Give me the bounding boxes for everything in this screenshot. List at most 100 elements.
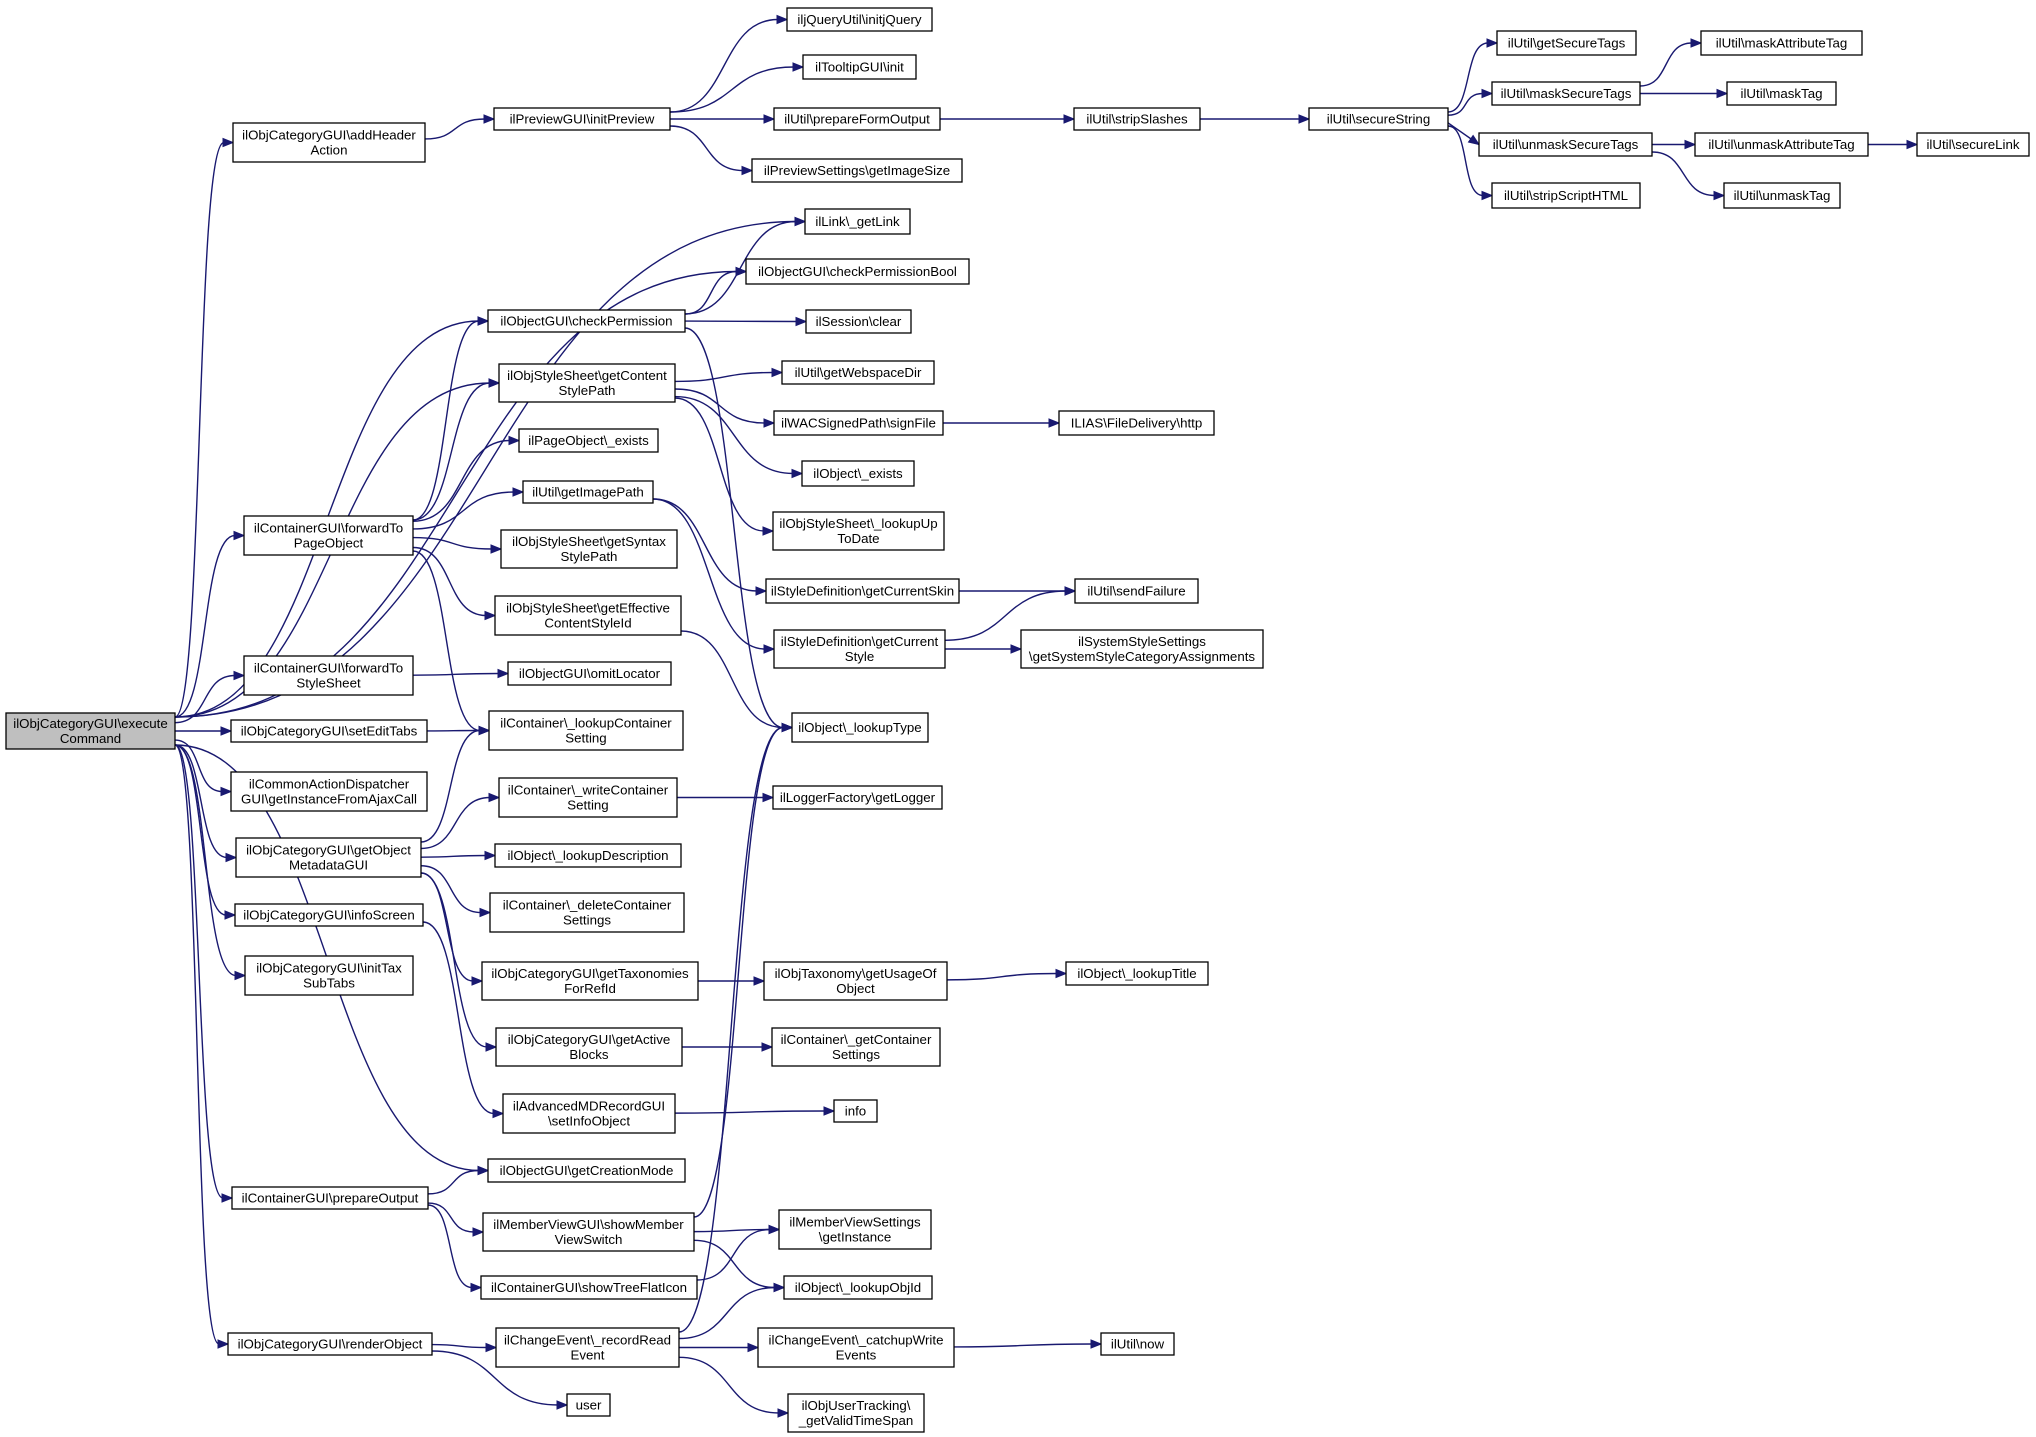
call-edge-fwdPage-to-getImagePath: [412, 487, 525, 530]
graph-node-maskSecureTags[interactable]: ilUtil\maskSecureTags: [1491, 81, 1641, 106]
node-box: [1496, 30, 1637, 56]
call-edge-getCurrentStyle-to-sendFailure: [944, 586, 1077, 641]
graph-node-getImagePath[interactable]: ilUtil\getImagePath: [522, 480, 654, 504]
node-label: ilContainer\_writeContainer: [508, 783, 669, 798]
node-label: ilObjTaxonomy\getUsageOf: [775, 966, 937, 981]
call-edge-recordRead-to-lookupObjId: [678, 1282, 786, 1340]
graph-node-secureString[interactable]: ilUtil\secureString: [1308, 107, 1449, 131]
arrowhead-icon: [1716, 88, 1729, 99]
graph-node-initPreview[interactable]: ilPreviewGUI\initPreview: [493, 107, 671, 131]
graph-node-getEffective[interactable]: ilObjStyleSheet\getEffectiveContentStyle…: [494, 595, 682, 636]
graph-node-initjQuery[interactable]: iljQueryUtil\initjQuery: [786, 7, 933, 32]
graph-node-getImageSize[interactable]: ilPreviewSettings\getImageSize: [751, 158, 963, 183]
graph-node-getSecureTags[interactable]: ilUtil\getSecureTags: [1496, 30, 1637, 56]
node-box: [833, 1099, 878, 1123]
node-box: [787, 1393, 925, 1433]
graph-node-checkPermissionBool[interactable]: ilObjectGUI\checkPermissionBool: [745, 258, 970, 285]
graph-node-unmaskTag[interactable]: ilUtil\unmaskTag: [1723, 182, 1841, 209]
graph-node-stripSlashes[interactable]: ilUtil\stripSlashes: [1073, 107, 1201, 131]
graph-node-httpDelivery[interactable]: ILIAS\FileDelivery\http: [1058, 410, 1215, 436]
node-box: [518, 428, 659, 453]
graph-node-utilNow[interactable]: ilUtil\now: [1100, 1332, 1175, 1356]
graph-node-objectExists[interactable]: ilObject\_exists: [801, 460, 915, 487]
graph-node-tooltipInit[interactable]: ilTooltipGUI\init: [802, 54, 917, 80]
graph-node-getCreationMode[interactable]: ilObjectGUI\getCreationMode: [487, 1158, 686, 1183]
graph-node-signFile[interactable]: ilWACSignedPath\signFile: [773, 410, 944, 436]
call-edge-line: [174, 220, 797, 718]
graph-node-advMD[interactable]: ilAdvancedMDRecordGUI\setInfoObject: [502, 1093, 676, 1134]
graph-node-lookupTitle[interactable]: ilObject\_lookupTitle: [1065, 961, 1209, 986]
graph-node-showTreeFlat[interactable]: ilContainerGUI\showTreeFlatIcon: [480, 1275, 698, 1300]
graph-node-renderObject[interactable]: ilObjCategoryGUI\renderObject: [227, 1332, 433, 1356]
graph-node-sessionClear[interactable]: ilSession\clear: [805, 309, 912, 334]
graph-node-lookupType[interactable]: ilObject\_lookupType: [791, 712, 929, 743]
graph-node-maskTag[interactable]: ilUtil\maskTag: [1726, 81, 1837, 106]
node-label: \getSystemStyleCategoryAssignments: [1029, 649, 1255, 664]
call-edge-line: [1651, 151, 1716, 197]
graph-node-secureLink[interactable]: ilUtil\secureLink: [1916, 132, 2030, 157]
graph-node-infoScreen[interactable]: ilObjCategoryGUI\infoScreen: [234, 903, 424, 927]
graph-node-lookupDescription[interactable]: ilObject\_lookupDescription: [494, 843, 682, 868]
graph-node-lookupObjId[interactable]: ilObject\_lookupObjId: [783, 1275, 933, 1300]
graph-node-getLink[interactable]: ilLink\_getLink: [804, 208, 911, 235]
graph-node-user[interactable]: user: [566, 1393, 611, 1417]
node-box: [1700, 30, 1863, 56]
arrowhead-icon: [763, 114, 776, 124]
node-box: [773, 629, 946, 669]
arrowhead-icon: [773, 1282, 786, 1293]
graph-node-omitLocator[interactable]: ilObjectGUI\omitLocator: [507, 661, 672, 686]
call-edge-renderObject-to-recordRead: [431, 1342, 498, 1353]
node-label: Setting: [567, 798, 608, 813]
node-label: ilStyleDefinition\getCurrentSkin: [771, 584, 954, 599]
call-edge-checkPermission-to-getLink: [684, 216, 807, 315]
node-label: ilObjectGUI\getCreationMode: [500, 1163, 674, 1178]
graph-node-sysStyleSettings[interactable]: ilSystemStyleSettings\getSystemStyleCate…: [1020, 629, 1264, 669]
graph-node-pageExists[interactable]: ilPageObject\_exists: [518, 428, 659, 453]
graph-node-getLogger[interactable]: ilLoggerFactory\getLogger: [772, 785, 943, 810]
graph-node-unmaskAttributeTag[interactable]: ilUtil\unmaskAttributeTag: [1694, 132, 1869, 157]
graph-node-getWebspaceDir[interactable]: ilUtil\getWebspaceDir: [781, 360, 935, 385]
graph-node-unmaskSecureTags[interactable]: ilUtil\unmaskSecureTags: [1478, 132, 1653, 157]
node-box: [778, 1209, 932, 1250]
graph-node-prepareFormOutput[interactable]: ilUtil\prepareFormOutput: [773, 107, 941, 131]
arrowhead-icon: [1064, 586, 1077, 596]
graph-node-prepareOutput[interactable]: ilContainerGUI\prepareOutput: [231, 1186, 429, 1210]
call-edge-recordRead-to-validTimeSpan: [678, 1356, 790, 1418]
call-edge-getObjMeta-to-writeContainerSetting: [420, 792, 501, 850]
graph-node-checkPermission[interactable]: ilObjectGUI\checkPermission: [487, 309, 686, 333]
graph-node-info[interactable]: info: [833, 1099, 878, 1123]
graph-node-setEditTabs[interactable]: ilObjCategoryGUI\setEditTabs: [230, 719, 428, 743]
node-label: ilObjCategoryGUI\getActive: [508, 1032, 671, 1047]
graph-node-stripScriptHTML[interactable]: ilUtil\stripScriptHTML: [1491, 182, 1641, 209]
graph-node-getCurrentSkin[interactable]: ilStyleDefinition\getCurrentSkin: [765, 578, 960, 604]
node-label: ilWACSignedPath\signFile: [781, 416, 936, 431]
arrowhead-icon: [763, 418, 776, 428]
node-label: ilObjectGUI\checkPermissionBool: [758, 264, 957, 279]
graph-node-validTimeSpan[interactable]: ilObjUserTracking\_getValidTimeSpan: [787, 1393, 925, 1433]
graph-node-mvsGetInstance[interactable]: ilMemberViewSettings\getInstance: [778, 1209, 932, 1250]
graph-node-maskAttributeTag[interactable]: ilUtil\maskAttributeTag: [1700, 30, 1863, 56]
node-label: \getInstance: [819, 1230, 891, 1245]
graph-node-sendFailure[interactable]: ilUtil\sendFailure: [1074, 578, 1199, 604]
graph-node-commonAction[interactable]: ilCommonActionDispatcherGUI\getInstanceF…: [230, 771, 428, 812]
